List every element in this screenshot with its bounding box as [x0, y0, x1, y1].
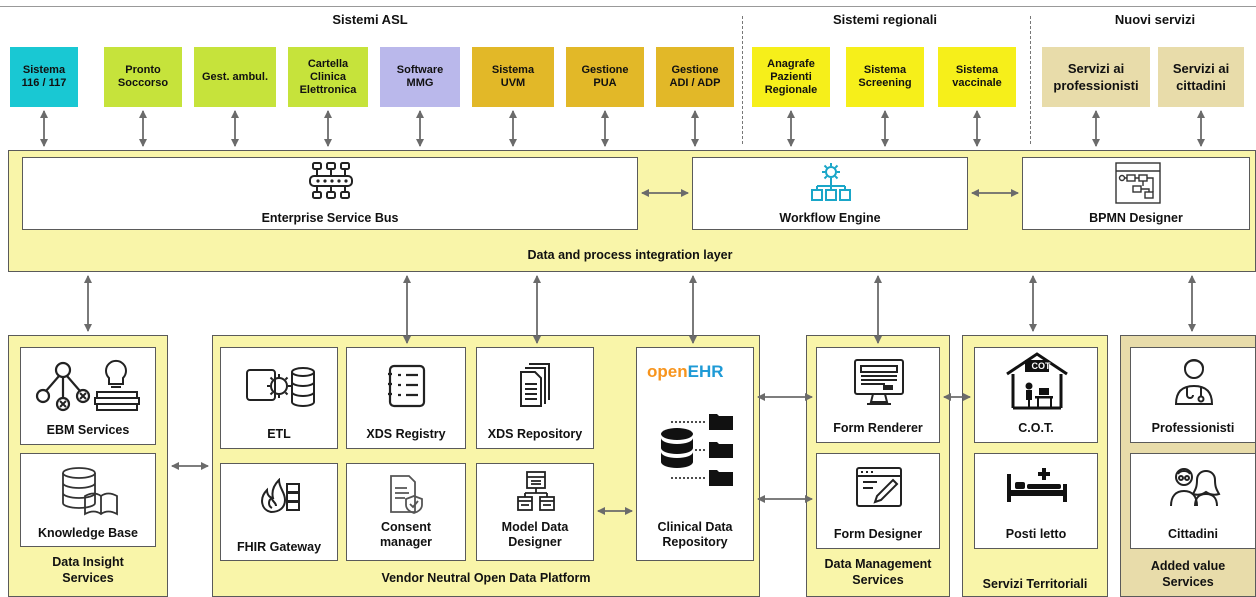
- model-designer-icon: [517, 471, 555, 511]
- knowledge-base: Knowledge Base: [20, 453, 156, 547]
- form-renderer-label: Form Renderer: [833, 421, 923, 435]
- system-cartella-clinica: Cartella Clinica Elettronica: [288, 47, 368, 107]
- openehr-logo: openEHR: [647, 362, 724, 381]
- beds-label: Posti letto: [1005, 527, 1067, 541]
- professionisti: Professionisti: [1130, 347, 1256, 443]
- bus-icon: [309, 162, 353, 199]
- added-value-title: Added value Services: [1150, 559, 1226, 589]
- form-designer: Form Designer: [816, 453, 940, 549]
- database-book-icon: [62, 467, 118, 516]
- ebm-services: EBM Services: [20, 347, 156, 445]
- fhir-flame-icon: [261, 478, 300, 514]
- fhir-gateway: FHIR Gateway: [220, 463, 338, 561]
- separator-regional-new: [1030, 16, 1031, 144]
- citizens-icon: [1170, 468, 1221, 507]
- posti-letto: Posti letto: [974, 453, 1098, 549]
- system-software-mmg: Software MMG: [380, 47, 460, 107]
- system-gestione-pua: Gestione PUA: [566, 47, 644, 107]
- form-monitor-icon: [854, 359, 904, 405]
- model-label: Model Data Designer: [501, 520, 569, 549]
- separator-asl-regional: [742, 16, 743, 144]
- consent-label: Consent manager: [379, 520, 433, 549]
- registry-list-icon: [388, 364, 426, 408]
- header-nuovi-servizi: Nuovi servizi: [1114, 12, 1196, 27]
- enterprise-service-bus: Enterprise Service Bus: [22, 157, 638, 230]
- workflow-engine: Workflow Engine: [692, 157, 968, 230]
- clinical-data-repository: openEHR Clinical Data Repository: [636, 347, 754, 561]
- header-sistemi-regionali: Sistemi regionali: [832, 12, 938, 27]
- header-sistemi-asl: Sistemi ASL: [332, 12, 408, 27]
- servizi-professionisti: Servizi ai professionisti: [1042, 47, 1150, 107]
- cot-sign-text: COT: [1031, 361, 1051, 371]
- workflow-label: Workflow Engine: [779, 211, 881, 225]
- doctor-icon: [1174, 359, 1214, 405]
- professionisti-label: Professionisti: [1151, 421, 1235, 435]
- data-insight-title: Data Insight Services: [52, 555, 124, 585]
- form-renderer: Form Renderer: [816, 347, 940, 443]
- kb-label: Knowledge Base: [37, 526, 139, 540]
- system-screening: Sistema Screening: [846, 47, 924, 107]
- bed-icon: [1007, 468, 1067, 502]
- system-anagrafe-pazienti: Anagrafe Pazienti Regionale: [752, 47, 830, 107]
- top-rule: [0, 6, 1256, 7]
- platform-title: Vendor Neutral Open Data Platform: [381, 571, 591, 585]
- repository-database-icon: [661, 414, 733, 486]
- cittadini: Cittadini: [1130, 453, 1256, 549]
- servizi-cittadini: Servizi ai cittadini: [1158, 47, 1244, 107]
- model-data-designer: Model Data Designer: [476, 463, 594, 561]
- consent-document-icon: [390, 475, 423, 514]
- territorial-title: Servizi Territoriali: [982, 577, 1088, 591]
- data-management-title: Data Management Services: [824, 557, 932, 587]
- system-gestione-adi-adp: Gestione ADI / ADP: [656, 47, 734, 107]
- etl-service: ETL: [220, 347, 338, 449]
- system-uvm: Sistema UVM: [472, 47, 554, 107]
- cot-building-icon: [1006, 352, 1068, 410]
- etl-label: ETL: [267, 427, 291, 441]
- system-vaccinale: Sistema vaccinale: [938, 47, 1016, 107]
- system-gest-ambul: Gest. ambul.: [194, 47, 276, 107]
- cittadini-label: Cittadini: [1168, 527, 1218, 541]
- ebm-network-icon: [35, 359, 140, 412]
- workflow-gear-icon: [811, 163, 851, 201]
- etl-icon: [246, 367, 315, 407]
- system-116-117: Sistema 116 / 117: [10, 47, 78, 107]
- cot-label: C.O.T.: [1018, 421, 1054, 435]
- form-designer-label: Form Designer: [833, 527, 923, 541]
- system-pronto-soccorso: Pronto Soccorso: [104, 47, 182, 107]
- bpmn-designer: BPMN Designer: [1022, 157, 1250, 230]
- integration-layer-title: Data and process integration layer: [527, 248, 733, 262]
- documents-icon: [520, 363, 550, 407]
- ebm-label: EBM Services: [46, 423, 130, 437]
- cdr-label: Clinical Data Repository: [657, 520, 733, 549]
- xds-registry: XDS Registry: [346, 347, 466, 449]
- cot-service: COT C.O.T.: [974, 347, 1098, 443]
- bpmn-label: BPMN Designer: [1089, 211, 1183, 225]
- consent-manager: Consent manager: [346, 463, 466, 561]
- bpmn-diagram-icon: [1115, 162, 1161, 204]
- form-designer-icon: [856, 467, 902, 507]
- fhir-label: FHIR Gateway: [236, 540, 322, 554]
- esb-label: Enterprise Service Bus: [261, 211, 399, 225]
- xds-registry-label: XDS Registry: [366, 427, 446, 441]
- xds-repository: XDS Repository: [476, 347, 594, 449]
- xds-repository-label: XDS Repository: [487, 427, 583, 441]
